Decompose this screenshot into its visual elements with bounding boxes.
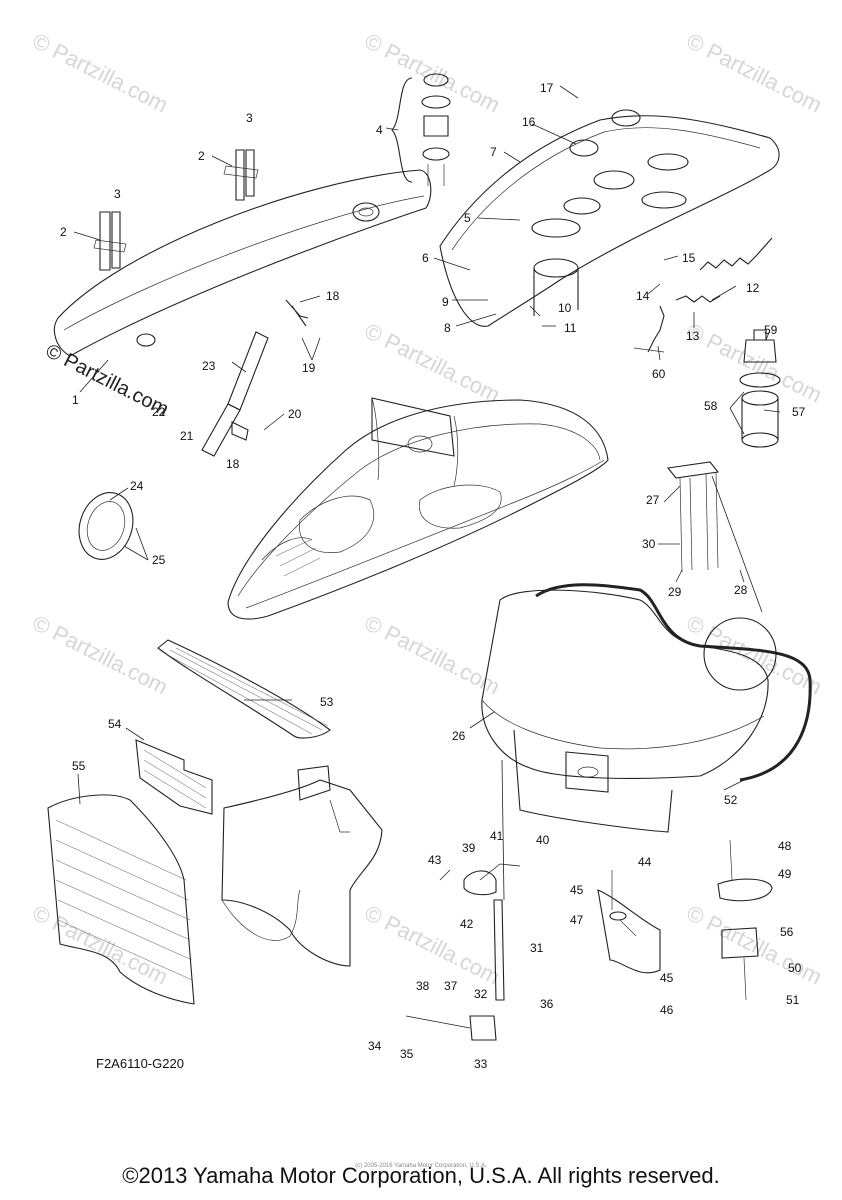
part-hatch-cover [53,149,432,357]
callout-42: 42 [460,917,474,931]
callout-27: 27 [646,493,660,507]
callout-34: 34 [368,1039,382,1053]
callout-23: 23 [202,359,216,373]
part-spring-set [633,237,773,353]
callout-51: 51 [786,993,800,1007]
callout-28: 28 [734,583,748,597]
callout-57: 57 [792,405,806,419]
callout-3: 3 [246,111,253,125]
part-floor-mat [157,639,331,739]
callout-2: 2 [198,149,205,163]
leader-lines [73,85,781,901]
callout-10: 10 [558,301,572,315]
callout-46: 46 [660,1003,674,1017]
callout-12: 12 [746,281,760,295]
part-seat-base [481,583,812,833]
callout-50: 50 [788,961,802,975]
callout-55: 55 [72,759,86,773]
diagram-code: F2A6110-G220 [96,1056,184,1071]
callout-30: 30 [642,537,656,551]
part-cap-assembly [391,73,451,186]
callout-26: 26 [452,729,466,743]
callout-21: 21 [180,429,194,443]
part-bracket-bolts [666,461,763,613]
callout-25: 25 [152,553,166,567]
callout-17: 17 [540,81,554,95]
copyright-notice: ©2013 Yamaha Motor Corporation, U.S.A. A… [122,1163,720,1188]
callout-33: 33 [474,1057,488,1071]
callout-40: 40 [536,833,550,847]
callout-15: 15 [682,251,696,265]
part-speaker-ring [78,492,134,560]
part-console-tray [439,109,780,327]
callout-22: 22 [152,405,166,419]
callout-35: 35 [400,1047,414,1061]
callout-13: 13 [686,329,700,343]
callout-9: 9 [442,295,449,309]
callout-53: 53 [320,695,334,709]
callout-20: 20 [288,407,302,421]
callout-43: 43 [428,853,442,867]
callout-60: 60 [652,367,666,381]
callout-52: 52 [724,793,738,807]
callout-37: 37 [444,979,458,993]
part-large-mat [47,794,195,1005]
callout-5: 5 [464,211,471,225]
callout-29: 29 [668,585,682,599]
callout-3: 3 [114,187,121,201]
callout-56: 56 [780,925,794,939]
part-storage-tub [221,765,383,967]
callout-4: 4 [376,123,383,137]
callout-58: 58 [704,399,718,413]
callout-38: 38 [416,979,430,993]
callout-16: 16 [522,115,536,129]
callout-14: 14 [636,289,650,303]
callout-8: 8 [444,321,451,335]
part-boat-hull [227,397,609,620]
callout-54: 54 [108,717,122,731]
callout-49: 49 [778,867,792,881]
callout-44: 44 [638,855,652,869]
callout-45: 45 [570,883,584,897]
callout-32: 32 [474,987,488,1001]
callout-47: 47 [570,913,584,927]
callout-11: 11 [564,321,577,335]
part-hinge-bracket [597,870,661,974]
callout-39: 39 [462,841,476,855]
callout-1: 1 [72,393,79,407]
callout-41: 41 [490,829,504,843]
small-copyright: (c) 2005-2016 Yamaha Motor Corporation, … [355,1163,487,1169]
callout-59: 59 [764,323,778,337]
callout-2: 2 [60,225,67,239]
callout-36: 36 [540,997,554,1011]
callout-6: 6 [422,251,429,265]
callout-7: 7 [490,145,497,159]
callout-24: 24 [130,479,144,493]
part-side-mat [135,739,213,815]
callout-18: 18 [326,289,340,303]
part-gas-strut [201,299,309,457]
callout-labels: 1 2 2 3 3 4 5 6 7 8 9 10 11 12 13 14 15 … [60,81,806,1071]
part-latch [717,839,773,1001]
part-cup-holder [739,329,781,448]
callout-31: 31 [530,941,544,955]
callout-45: 45 [660,971,674,985]
callout-48: 48 [778,839,792,853]
callout-18: 18 [226,457,240,471]
part-lower-strut [405,863,521,1041]
callout-19: 19 [302,361,316,375]
